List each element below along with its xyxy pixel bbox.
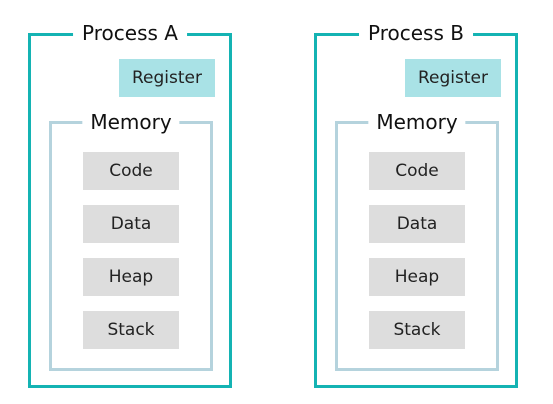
process-a-data-segment: Data [83, 205, 179, 243]
process-a-memory-box: Memory Code Data Heap Stack [49, 109, 213, 371]
process-b-code-segment: Code [369, 152, 465, 190]
process-b-memory-title: Memory [368, 109, 466, 135]
process-a-memory-title: Memory [82, 109, 180, 135]
process-a-title: Process A [73, 20, 187, 46]
process-b-memory-box: Memory Code Data Heap Stack [335, 109, 499, 371]
process-a-code-segment: Code [83, 152, 179, 190]
process-a-box: Process A Register Memory Code Data Heap… [28, 20, 232, 388]
process-b-box: Process B Register Memory Code Data Heap… [314, 20, 518, 388]
process-b-stack-segment: Stack [369, 311, 465, 349]
process-b-heap-segment: Heap [369, 258, 465, 296]
process-a-heap-segment: Heap [83, 258, 179, 296]
process-a-stack-segment: Stack [83, 311, 179, 349]
process-b-register: Register [405, 59, 501, 97]
process-b-data-segment: Data [369, 205, 465, 243]
process-a-register: Register [119, 59, 215, 97]
process-b-title: Process B [359, 20, 473, 46]
